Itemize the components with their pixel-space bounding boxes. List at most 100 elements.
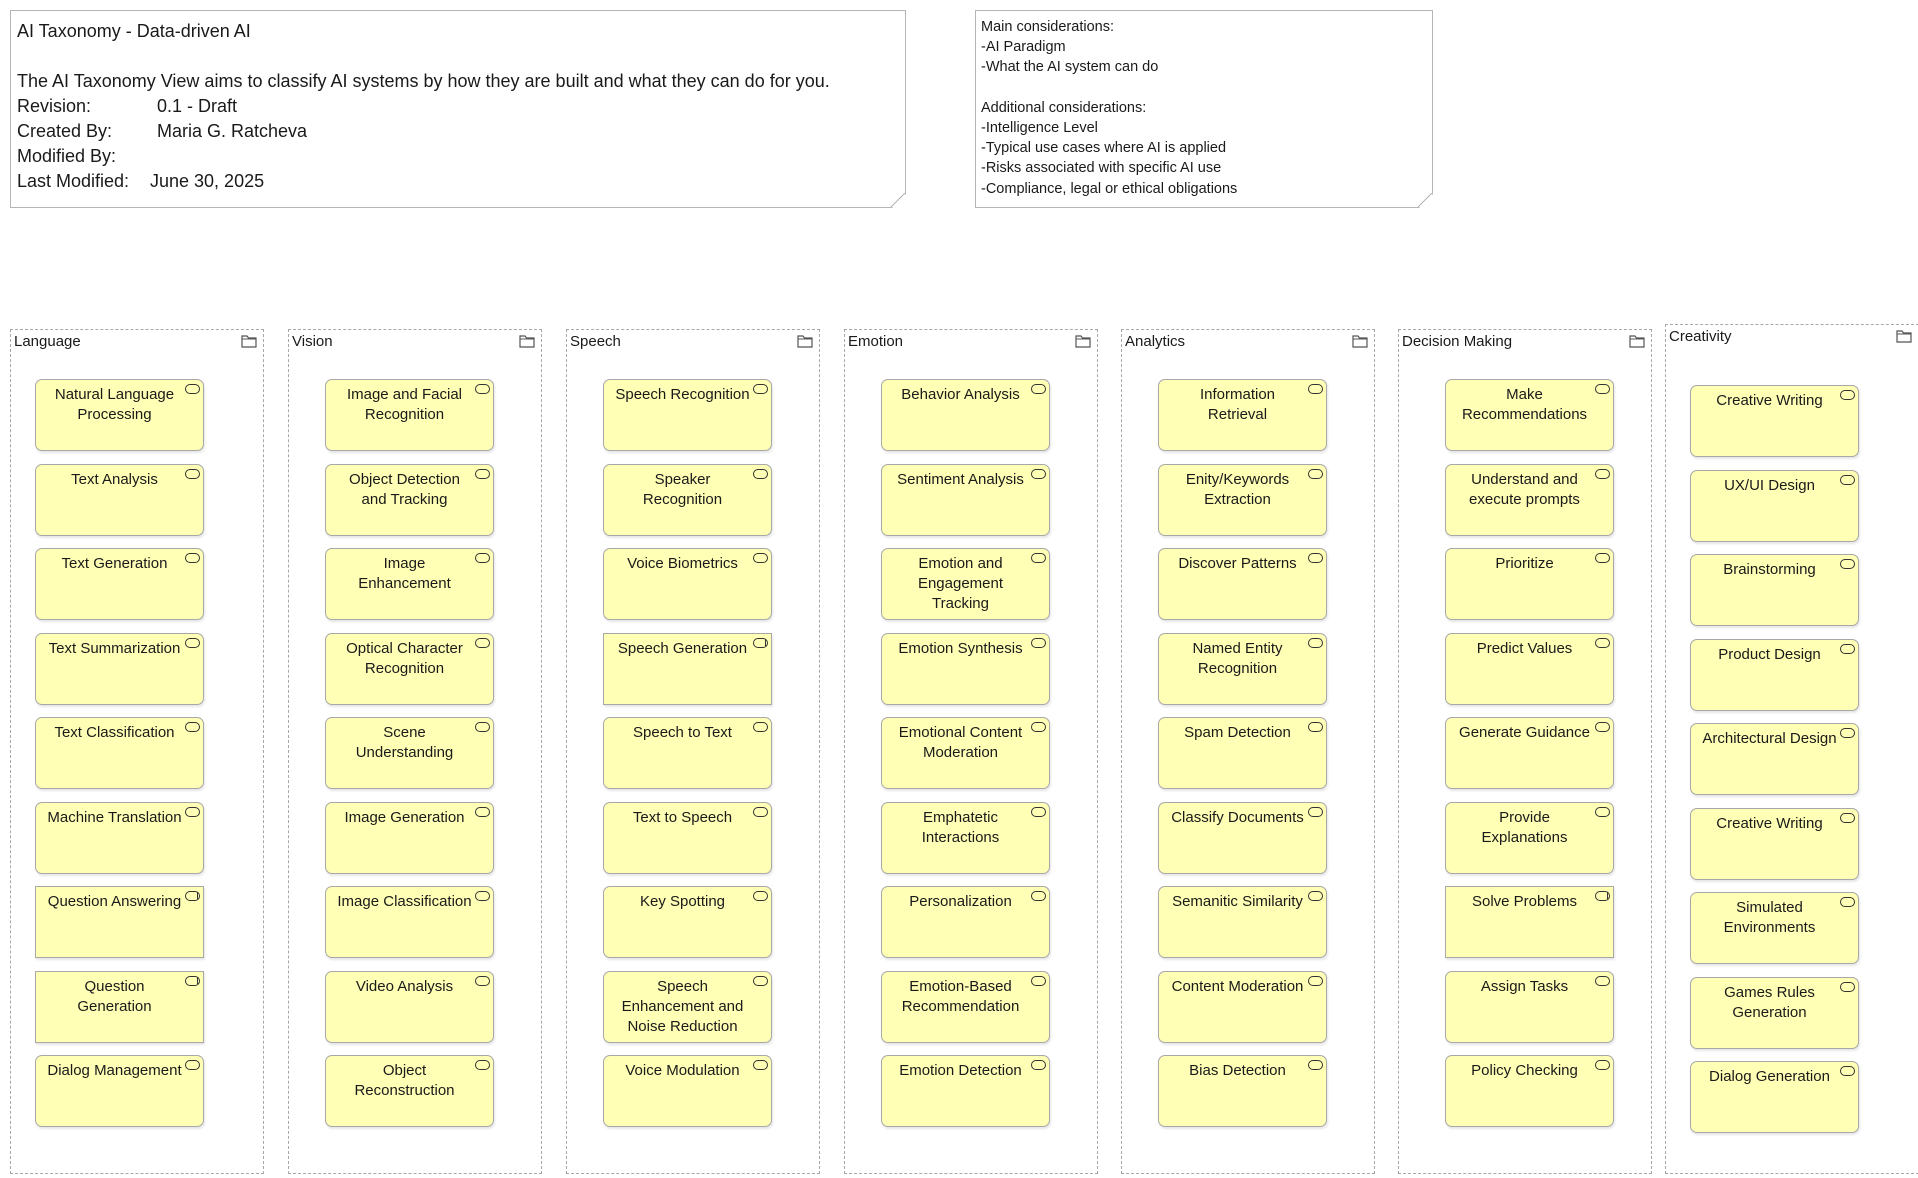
header-note[interactable]: AI Taxonomy - Data-driven AI The AI Taxo… [10, 10, 906, 208]
capability-label: Speech Generation [617, 639, 748, 657]
capability-box[interactable]: Behavior Analysis [881, 379, 1050, 451]
capability-box[interactable]: Simulated Environments [1690, 892, 1859, 964]
capability-box[interactable]: Named Entity Recognition [1158, 632, 1327, 705]
capability-box[interactable]: Speech Generation [603, 632, 772, 705]
capability-label: Key Spotting [639, 893, 726, 910]
capability-label: Speech Recognition [615, 386, 750, 403]
capability-label: Emotion Synthesis [898, 639, 1023, 657]
capability-box[interactable]: Semanitic Similarity [1158, 886, 1327, 958]
capability-box[interactable]: Speech Enhancement and Noise Reduction [603, 970, 772, 1043]
capability-box[interactable]: Object Reconstruction [325, 1055, 494, 1127]
last-modified-row: Last Modified: June 30, 2025 [17, 169, 899, 194]
capability-box[interactable]: Generate Guidance [1445, 717, 1614, 789]
capability-box[interactable]: Predict Values [1445, 632, 1614, 705]
capability-box[interactable]: Video Analysis [325, 970, 494, 1043]
capability-box[interactable]: Natural Language Processing [35, 379, 204, 451]
capability-box[interactable]: Architectural Design [1690, 723, 1859, 795]
capability-box[interactable]: Solve Problems [1445, 886, 1614, 958]
capability-box[interactable]: Creative Writing [1690, 807, 1859, 880]
capability-box[interactable]: Machine Translation [35, 801, 204, 874]
capability-label: Emotion-Based Recommendation [901, 977, 1020, 1015]
capability-label: Predict Values [1476, 639, 1573, 657]
capability-box[interactable]: Creative Writing [1690, 385, 1859, 457]
capability-box[interactable]: Content Moderation [1158, 970, 1327, 1043]
capability-box[interactable]: Question Answering [35, 886, 204, 958]
capability-box[interactable]: Emotion-Based Recommendation [881, 970, 1050, 1043]
capability-box[interactable]: Speech Recognition [603, 379, 772, 451]
capability-box[interactable]: Image Generation [325, 801, 494, 874]
capability-box[interactable]: Games Rules Generation [1690, 976, 1859, 1049]
capability-box[interactable]: Text Summarization [35, 632, 204, 705]
capability-box[interactable]: Emotion Detection [881, 1055, 1050, 1127]
created-by-row: Created By: Maria G. Ratcheva [17, 119, 899, 144]
capability-box[interactable]: Make Recommendations [1445, 379, 1614, 451]
capability-label: Named Entity Recognition [1192, 639, 1283, 677]
capability-box[interactable]: Emotion and Engagement Tracking [881, 548, 1050, 620]
capability-label: UX/UI Design [1724, 476, 1815, 494]
capability-label: Understand and execute prompts [1469, 470, 1580, 508]
capability-label: Speech to Text [633, 724, 732, 741]
capability-box[interactable]: Image Classification [325, 886, 494, 958]
capability-box[interactable]: Text Analysis [35, 463, 204, 536]
capability-box[interactable]: Prioritize [1445, 548, 1614, 620]
capability-box[interactable]: Bias Detection [1158, 1055, 1327, 1127]
capability-box[interactable]: Information Retrieval [1158, 379, 1327, 451]
capability-box[interactable]: Provide Explanations [1445, 801, 1614, 874]
capability-icon [1031, 637, 1046, 648]
service-icon [1595, 891, 1610, 901]
capability-box[interactable]: Assign Tasks [1445, 970, 1614, 1043]
capability-box[interactable]: Discover Patterns [1158, 548, 1327, 620]
capability-icon [1595, 1060, 1610, 1070]
capability-box[interactable]: Understand and execute prompts [1445, 463, 1614, 536]
capability-box[interactable]: Optical Character Recognition [325, 632, 494, 705]
capability-box[interactable]: Dialog Generation [1690, 1061, 1859, 1133]
capability-box[interactable]: Classify Documents [1158, 801, 1327, 874]
capability-box[interactable]: Product Design [1690, 638, 1859, 711]
modified-by-row: Modified By: [17, 144, 899, 169]
capability-box[interactable]: Brainstorming [1690, 554, 1859, 626]
capability-icon [1595, 806, 1610, 817]
additional-consideration-item: -Risks associated with specific AI use [981, 160, 1222, 177]
capability-box[interactable]: Object Detection and Tracking [325, 463, 494, 536]
capability-box[interactable]: Voice Biometrics [603, 548, 772, 620]
capability-box[interactable]: Sentiment Analysis [881, 463, 1050, 536]
capability-box[interactable]: Voice Modulation [603, 1055, 772, 1127]
last-modified-label: Last Modified: [17, 171, 130, 191]
capability-box[interactable]: Emphatetic Interactions [881, 801, 1050, 874]
capability-label: Provide Explanations [1481, 808, 1568, 846]
capability-box[interactable]: Dialog Management [35, 1055, 204, 1127]
capability-box[interactable]: Spam Detection [1158, 717, 1327, 789]
capability-box[interactable]: Image Enhancement [325, 548, 494, 620]
capability-box[interactable]: Policy Checking [1445, 1055, 1614, 1127]
capability-box[interactable]: Emotion Synthesis [881, 632, 1050, 705]
capability-box[interactable]: Speaker Recognition [603, 463, 772, 536]
diagram-description: The AI Taxonomy View aims to classify AI… [17, 71, 830, 91]
capability-box[interactable]: Personalization [881, 886, 1050, 958]
capability-icon [1840, 643, 1855, 654]
capability-box[interactable]: Text Classification [35, 717, 204, 789]
capability-label: Speaker Recognition [642, 470, 723, 508]
capability-box[interactable]: Key Spotting [603, 886, 772, 958]
capability-icon [1840, 474, 1855, 485]
capability-box[interactable]: Question Generation [35, 970, 204, 1043]
capability-box[interactable]: Emotional Content Moderation [881, 717, 1050, 789]
capability-box[interactable]: Image and Facial Recognition [325, 379, 494, 451]
capability-label: Text Analysis [71, 470, 158, 488]
capability-label: Information Retrieval [1199, 386, 1276, 423]
group-title: Creativity [1669, 328, 1732, 345]
capability-box[interactable]: Speech to Text [603, 717, 772, 789]
capability-icon [1308, 384, 1323, 394]
capability-box[interactable]: Text Generation [35, 548, 204, 620]
considerations-note[interactable]: Main considerations: -AI Paradigm -What … [975, 10, 1433, 208]
capability-box[interactable]: Scene Understanding [325, 717, 494, 789]
capability-box[interactable]: Enity/Keywords Extraction [1158, 463, 1327, 536]
capability-box[interactable]: Text to Speech [603, 801, 772, 874]
capability-box[interactable]: UX/UI Design [1690, 469, 1859, 542]
